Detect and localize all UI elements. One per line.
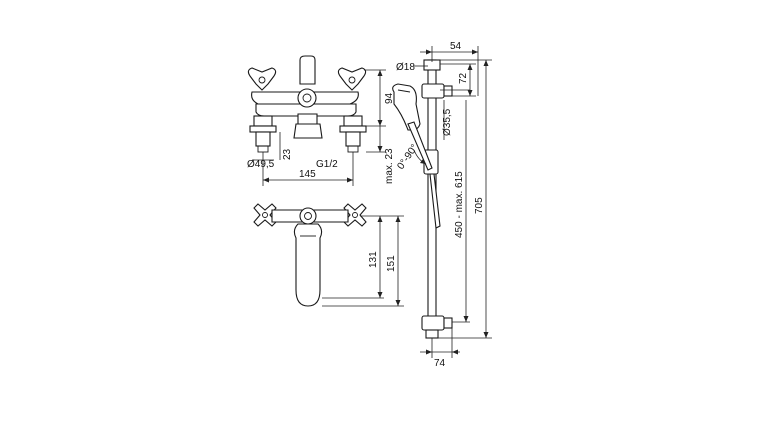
dim-94: 94	[364, 69, 395, 127]
dim-145: 145	[262, 152, 354, 186]
top-right-handle	[343, 203, 367, 227]
dim-23-left-label: 23	[282, 148, 293, 160]
right-inlet-thread	[347, 145, 359, 153]
dim-74-label: 74	[434, 358, 446, 369]
dim-max23: max. 23	[366, 126, 395, 184]
dim-54: 54	[420, 41, 479, 96]
dim-131-151: 131 151	[322, 215, 404, 307]
top-spout	[293, 223, 323, 307]
dim-max23-label: max. 23	[384, 148, 395, 184]
dim-d35-5-label: Ø35,5	[442, 108, 453, 136]
rail-top-wall-mount	[443, 85, 453, 97]
hand-shower-face-line	[397, 89, 411, 93]
dim-450-615-label: 450 - max. 615	[454, 171, 465, 238]
rail-bottom-wall-mount	[443, 317, 453, 329]
mixer-diverter-top	[299, 55, 316, 85]
dim-145-label: 145	[299, 169, 316, 180]
left-handle-cap	[258, 76, 266, 84]
top-diverter	[299, 207, 317, 225]
left-escutcheon	[249, 125, 277, 133]
diverter-knob	[297, 88, 317, 108]
shower-rail	[392, 59, 453, 339]
rail-bottom-bracket	[421, 315, 445, 331]
dim-74: 74	[420, 328, 460, 369]
dim-d18-label: Ø18	[396, 62, 415, 73]
dim-94-label: 94	[384, 92, 395, 104]
mixer-front-view	[247, 55, 367, 153]
dim-450-615: 450 - max. 615	[440, 89, 470, 323]
top-right-handle-center	[352, 212, 358, 218]
dim-72: 72	[440, 63, 476, 97]
dim-d35-5: Ø35,5	[442, 100, 453, 140]
rail-top-bracket	[421, 83, 445, 99]
dim-23-left: 23	[279, 132, 293, 160]
spout-aerator	[293, 123, 323, 139]
dim-angle-label: 0°-90°	[395, 142, 420, 171]
dim-131-label: 131	[368, 251, 379, 268]
dim-54-label: 54	[450, 41, 462, 52]
hand-shower-head	[392, 83, 421, 131]
dim-705-label: 705	[474, 197, 485, 214]
left-connector-nut	[253, 115, 273, 127]
dim-151-label: 151	[386, 255, 397, 272]
dim-g12-label: G1/2	[316, 159, 338, 170]
right-connector-nut	[343, 115, 363, 127]
right-escutcheon	[339, 125, 367, 133]
diverter-knob-center	[302, 93, 312, 103]
slider-hose-holder	[429, 173, 441, 229]
top-left-handle	[253, 203, 277, 227]
left-s-union	[255, 131, 271, 147]
top-diverter-center	[304, 212, 312, 220]
left-inlet-thread	[257, 145, 269, 153]
mixer-top-view	[253, 203, 367, 307]
left-handle	[247, 67, 277, 91]
dim-705: 705	[436, 59, 492, 339]
top-left-handle-center	[262, 212, 268, 218]
hand-shower-handle	[407, 121, 433, 171]
dim-d49-5-label: Ø49,5	[247, 159, 275, 170]
dim-d18: Ø18	[396, 62, 428, 73]
rail-bottom-cap	[425, 329, 439, 339]
right-handle-cap	[348, 76, 356, 84]
right-handle	[337, 67, 367, 91]
right-s-union	[345, 131, 361, 147]
dim-72-label: 72	[458, 72, 469, 84]
